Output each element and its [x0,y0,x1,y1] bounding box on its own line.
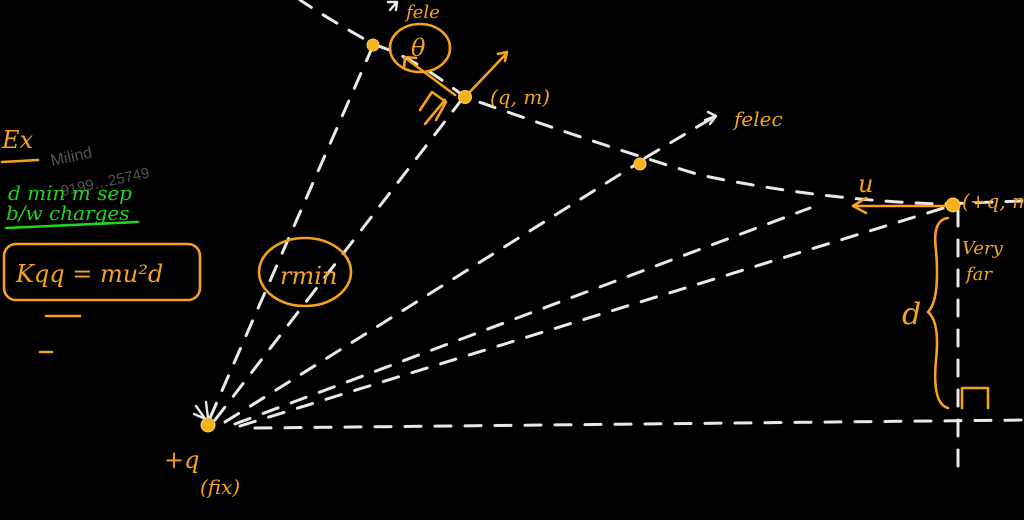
fixed-label: (fix) [200,475,240,499]
mid-dot [633,157,647,171]
far-label: far [964,264,993,285]
f-elec-line-mid [643,116,714,160]
charge-spikes [192,400,218,422]
baseline-line [253,418,1024,430]
right-charge-label: (+q, m [962,189,1024,213]
rmin-circle [257,236,353,308]
right-charge-dot [945,197,961,213]
qm-label: (q, m) [490,85,550,109]
theta-circle [388,22,452,74]
theta-arrow [402,55,457,97]
ex-label: Ex [1,126,34,154]
green-note-1: d min m sep [8,181,132,205]
dashed-lines [208,0,1024,472]
equation-box [2,242,202,302]
equation-text: Kqq = mu²d [15,260,163,288]
f-elec-top-label: fele [404,2,440,23]
d-label: d [902,297,921,332]
radial-line-to-top-dot [208,46,374,420]
very-label: Very [962,238,1004,259]
radial-line-to-charge [238,204,952,428]
watermark-name: Milind [49,145,93,170]
charge-dots [200,38,961,433]
trajectory-path [298,0,1024,206]
radial-line-to-qm [213,96,465,422]
radial-line-3 [233,206,812,426]
orange-annotations [0,0,990,422]
top-dot [366,38,380,52]
q-arrow-up [463,50,509,99]
u-arrow [851,196,952,215]
rmin-label: rmin [280,262,337,290]
ex-underline [0,158,40,164]
angle-marks [418,90,448,126]
radial-line-to-mid-dot [223,163,637,424]
green-note-2: b/w charges [6,201,130,225]
d-brace [926,216,950,410]
f-elec-mid-label: felec [732,107,783,131]
u-label: u [858,170,873,198]
green-underline [4,220,140,230]
fixed-charge-dot [200,417,216,433]
qm-dot [458,90,472,104]
plus-q-label: +q [164,446,199,474]
theta-label: θ [411,34,426,62]
f-elec-arrow-top [386,0,399,12]
text-labels: Ex d min m sep b/w charges Kqq = mu²d Mi… [1,2,1024,499]
right-angle-mark [960,386,990,410]
